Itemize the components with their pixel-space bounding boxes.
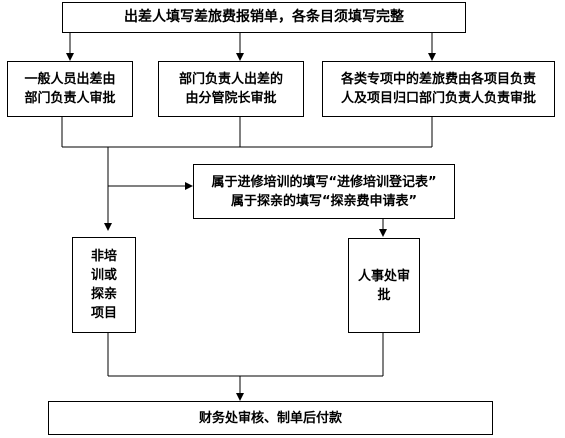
- node-finance-payment: 财务处审核、制单后付款: [48, 401, 493, 435]
- node-special-project-approval: 各类专项中的差旅费由各项目负责 人及项目归口部门负责人负责审批: [322, 61, 555, 117]
- node-form-note: 属于进修培训的填写“进修培训登记表” 属于探亲的填写“探亲费申请表”: [193, 164, 455, 219]
- node-general-staff-approval: 一般人员出差由 部门负责人审批: [7, 61, 133, 117]
- node-fill-reimbursement-form: 出差人填写差旅费报销单，各条目须填写完整: [62, 2, 466, 33]
- node-hr-approval: 人事处审 批: [348, 238, 420, 333]
- node-non-training: 非培 训或 探亲 项目: [72, 237, 136, 333]
- node-dept-head-approval: 部门负责人出差的 由分管院长审批: [158, 61, 304, 117]
